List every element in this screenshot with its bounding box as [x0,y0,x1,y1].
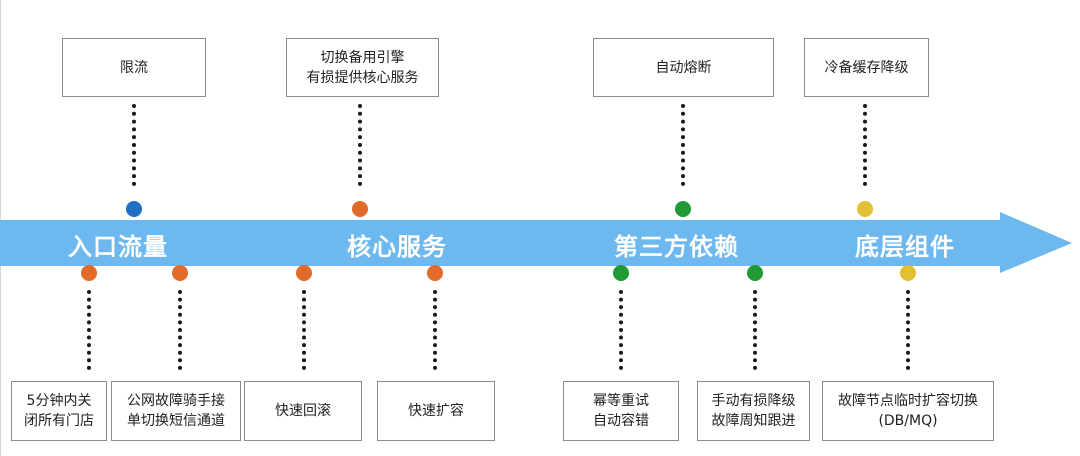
marker-dot-base [857,201,873,217]
box-switch-engine-line-1: 切换备用引擎 [320,49,405,66]
box-sms-channel-line-2: 单切换短信通道 [127,413,225,429]
box-circuit-breaker: 自动熔断 [593,38,774,97]
box-cold-cache: 冷备缓存降级 [804,38,929,97]
box-node-switch: 故障节点临时扩容切换 (DB/MQ) [822,381,994,441]
timeline-arrow-shape [0,212,1072,273]
connector-idempotent-retry [619,290,627,370]
box-scale-out-line-1: 快速扩容 [408,403,464,419]
box-circuit-breaker-line-1: 自动熔断 [655,59,712,76]
box-switch-engine-line-2: 有损提供核心服务 [306,69,419,86]
box-sms-channel: 公网故障骑手接 单切换短信通道 [111,381,241,441]
box-close-stores-line-1: 5分钟内关 [26,393,92,409]
stage-label-third-party: 第三方依赖 [614,233,739,261]
connector-rollback [302,290,310,370]
connector-close-stores [87,290,95,370]
connector-cold-cache [863,104,871,186]
stage-label-core: 核心服务 [347,233,447,261]
box-sms-channel-line-1: 公网故障骑手接 [127,393,225,409]
box-idempotent-retry-line-1: 幂等重试 [593,393,649,409]
marker-dot-third-party [675,201,691,217]
box-node-switch-line-2: (DB/MQ) [878,413,938,429]
connector-manual-degrade [753,290,761,370]
marker-dot-third-party [747,265,763,281]
connector-switch-engine [358,104,366,186]
box-close-stores: 5分钟内关 闭所有门店 [11,381,107,441]
box-rate-limit-line-1: 限流 [120,59,148,76]
box-cold-cache-line-1: 冷备缓存降级 [824,59,909,76]
connector-rate-limit [132,104,140,186]
stage-label-entry: 入口流量 [68,233,168,261]
box-idempotent-retry-line-2: 自动容错 [593,413,649,429]
box-close-stores-line-2: 闭所有门店 [24,413,94,429]
box-manual-degrade: 手动有损降级 故障周知跟进 [697,381,810,441]
connector-sms-channel [178,290,186,370]
connector-scale-out [433,290,441,370]
box-rollback-line-1: 快速回滚 [275,403,331,419]
box-rollback: 快速回滚 [244,381,362,441]
marker-dot-third-party [613,265,629,281]
connector-circuit-breaker [681,104,689,186]
marker-dot-entry [172,265,188,281]
marker-dot-base [900,265,916,281]
marker-dot-core [296,265,312,281]
marker-dot-core [427,265,443,281]
box-rate-limit: 限流 [62,38,206,97]
box-node-switch-line-1: 故障节点临时扩容切换 [838,393,978,409]
box-switch-engine: 切换备用引擎 有损提供核心服务 [286,38,439,97]
connector-node-switch [906,290,914,370]
stage-label-base: 底层组件 [855,233,955,261]
box-scale-out: 快速扩容 [377,381,495,441]
box-manual-degrade-line-2: 故障周知跟进 [711,413,796,429]
marker-dot-core [352,201,368,217]
box-manual-degrade-line-1: 手动有损降级 [711,393,796,409]
marker-dot-entry [81,265,97,281]
marker-dot-entry [126,201,142,217]
box-idempotent-retry: 幂等重试 自动容错 [563,381,679,441]
